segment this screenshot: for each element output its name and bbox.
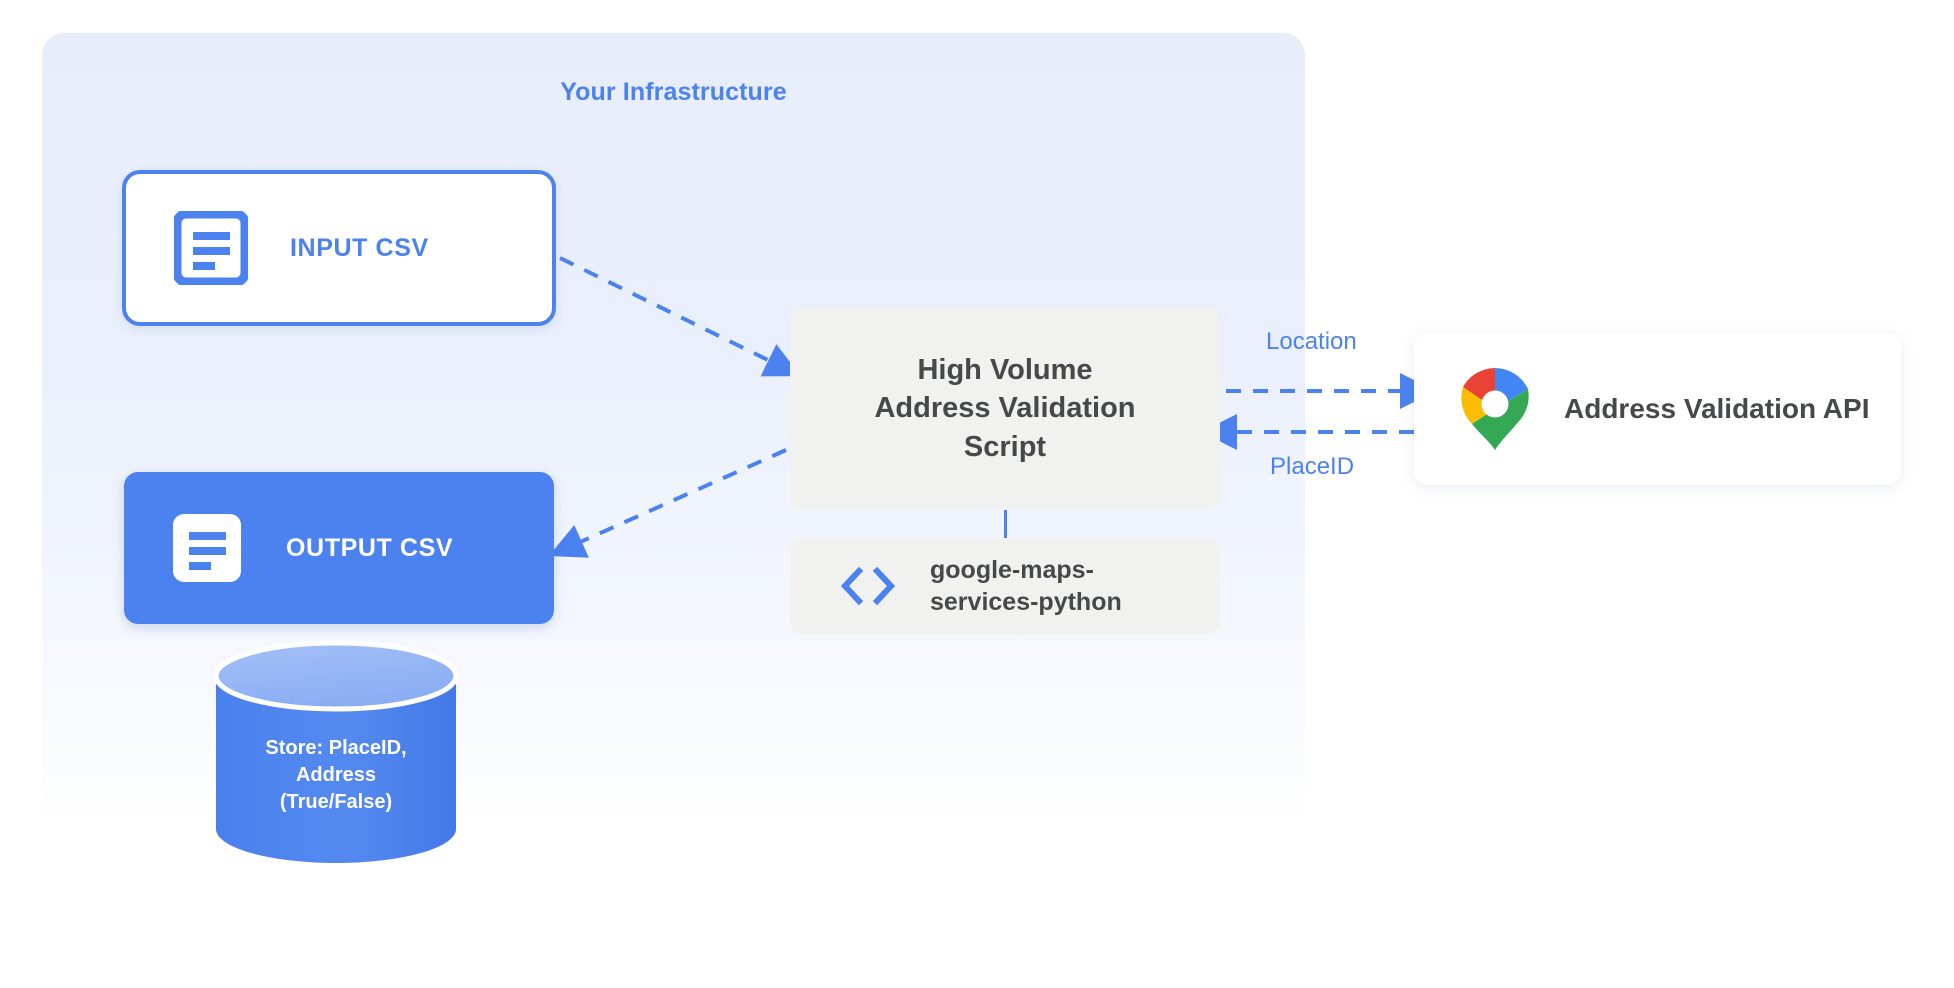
script-library-connector [1004, 510, 1007, 542]
output-csv-node[interactable]: OUTPUT CSV [124, 472, 554, 624]
edge-label-placeid: PlaceID [1270, 453, 1355, 480]
database-cylinder[interactable] [212, 640, 460, 865]
address-validation-api-node[interactable]: Address Validation API [1414, 333, 1901, 485]
input-csv-node[interactable]: INPUT CSV [122, 170, 556, 326]
library-label: google-maps- services-python [930, 556, 1122, 616]
library-node[interactable]: google-maps- services-python [790, 538, 1220, 634]
google-maps-pin-icon [1461, 368, 1529, 450]
output-csv-label: OUTPUT CSV [286, 533, 454, 562]
code-icon [840, 566, 896, 606]
script-node[interactable]: High Volume Address Validation Script [790, 307, 1220, 510]
api-label: Address Validation API [1564, 393, 1870, 424]
script-label: High Volume Address Validation Script [874, 354, 1136, 463]
edge-label-location: Location [1266, 328, 1357, 355]
document-icon [174, 211, 248, 285]
panel-title: Your Infrastructure [560, 78, 787, 106]
document-icon [173, 514, 241, 582]
input-csv-label: INPUT CSV [290, 233, 429, 262]
